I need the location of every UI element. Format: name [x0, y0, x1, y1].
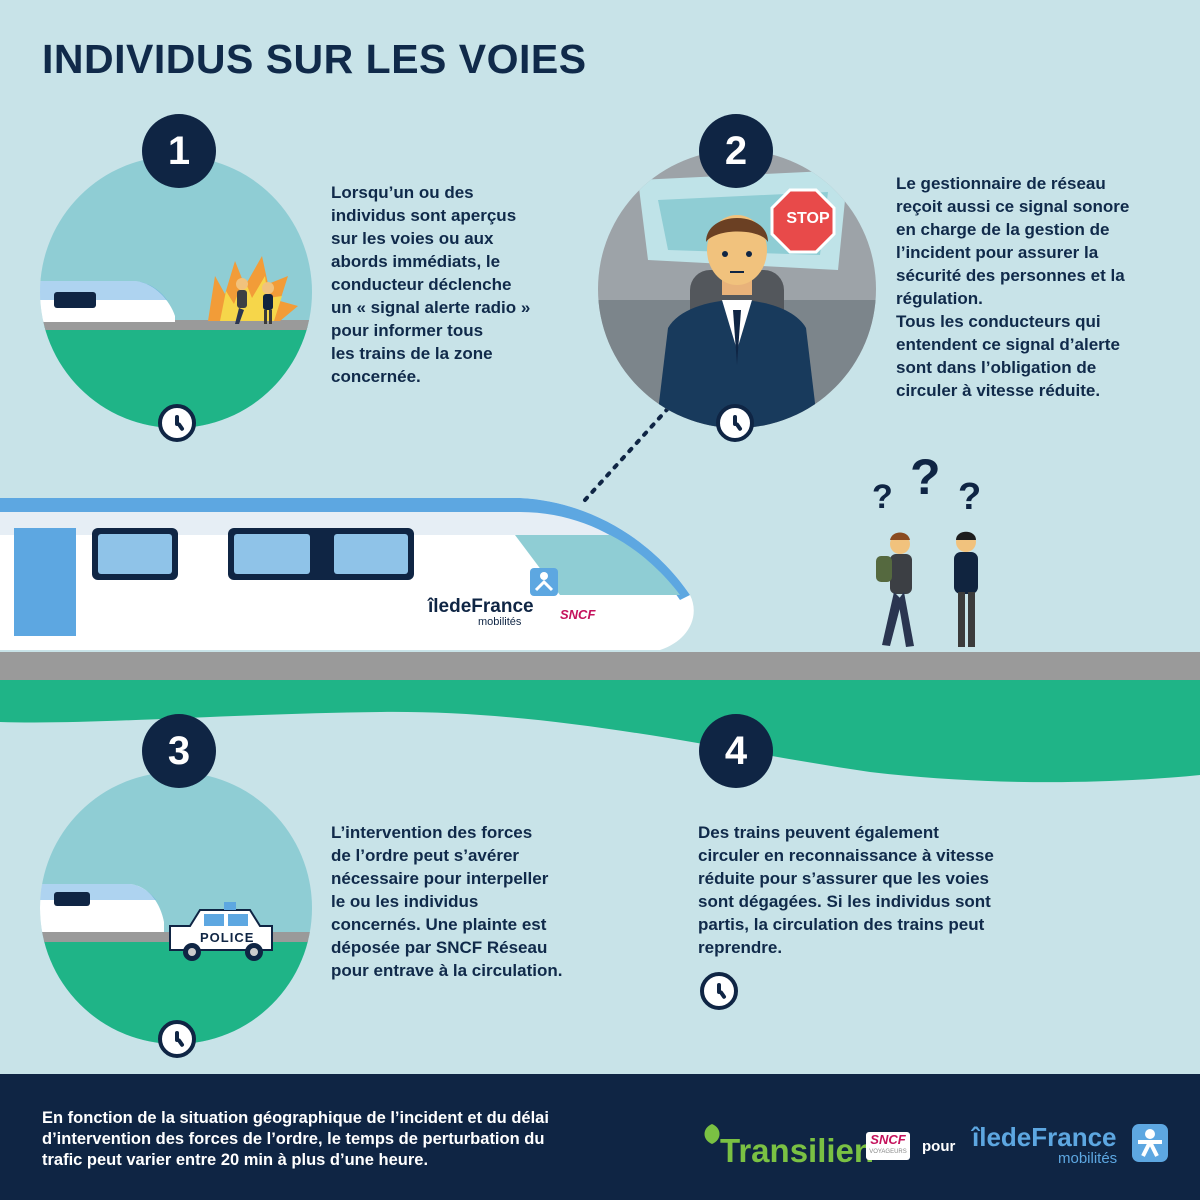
step-3-line: déposée par SNCF Réseau — [331, 938, 548, 957]
train-illustration — [0, 498, 694, 650]
step-4-line: Des trains peuvent également — [698, 823, 939, 842]
idf-person-glyph — [1138, 1129, 1162, 1157]
step-2-line: reçoit aussi ce signal sonore — [896, 197, 1130, 216]
step-4-number: 4 — [699, 714, 773, 788]
transilien-logo-text: Transilien — [720, 1132, 875, 1169]
step-3-text: L’intervention des forces de l’ordre peu… — [331, 821, 562, 982]
train-sncf-logo: SNCF — [560, 607, 596, 622]
step-1-line: individus sont aperçus — [331, 206, 517, 225]
footer-line: d’intervention des forces de l’ordre, le… — [42, 1130, 545, 1148]
step-1-line: sur les voies ou aux — [331, 229, 494, 248]
transilien-leaf-icon — [704, 1124, 720, 1168]
step-1-line: concernée. — [331, 367, 421, 386]
step-3-line: L’intervention des forces — [331, 823, 533, 842]
step-1-line: conducteur déclenche — [331, 275, 512, 294]
question-mark-2: ? — [910, 449, 941, 505]
transilien-logo: Transilien — [700, 1124, 874, 1168]
people-on-tracks — [876, 531, 978, 647]
step-1-line: abords immédiats, le — [331, 252, 501, 271]
step-4-line: sont dégagées. Si les individus sont — [698, 892, 991, 911]
step-2-line: en charge de la gestion de — [896, 220, 1110, 239]
step-2-line: Le gestionnaire de réseau — [896, 174, 1106, 193]
train-brand-text: îledeFrance — [428, 596, 534, 617]
footer: En fonction de la situation géographique… — [0, 1074, 1200, 1200]
step-1-line: un « signal alerte radio » — [331, 298, 531, 317]
idf-logo-text: îledeFrance — [972, 1122, 1117, 1152]
step-2-line: l’incident pour assurer la — [896, 243, 1099, 262]
step-4-clock-icon — [700, 972, 738, 1010]
step-1-scene — [40, 256, 312, 428]
step-2-text: Le gestionnaire de réseau reçoit aussi c… — [896, 172, 1129, 402]
step-1-line: pour informer tous — [331, 321, 484, 340]
dotted-connector — [583, 402, 674, 502]
step-3-illustration — [40, 772, 312, 1044]
step-1-clock-icon — [158, 404, 196, 442]
page-title: INDIVIDUS SUR LES VOIES — [42, 36, 587, 82]
step-3-line: nécessaire pour interpeller — [331, 869, 549, 888]
pour-label: pour — [922, 1138, 956, 1155]
footer-line: En fonction de la situation géographique… — [42, 1109, 549, 1127]
question-mark-1: ? — [872, 478, 893, 516]
step-3-scene — [40, 884, 312, 1044]
step-2-illustration — [598, 150, 876, 428]
step-1-line: les trains de la zone — [331, 344, 493, 363]
green-wave — [0, 680, 1200, 783]
step-4-line: partis, la circulation des trains peut — [698, 915, 985, 934]
footer-line: trafic peut varier entre 20 min à plus d… — [42, 1151, 429, 1169]
police-label: POLICE — [200, 930, 255, 945]
step-1-line: Lorsqu’un ou des — [331, 183, 474, 202]
step-3-number: 3 — [142, 714, 216, 788]
step-3-clock-icon — [158, 1020, 196, 1058]
step-1-number: 1 — [142, 114, 216, 188]
step-3-line: concernés. Une plainte est — [331, 915, 547, 934]
step-2-line: sécurité des personnes et la — [896, 266, 1125, 285]
step-2-clock-icon — [716, 404, 754, 442]
step-4-line: réduite pour s’assurer que les voies — [698, 869, 990, 888]
step-3-line: pour entrave à la circulation. — [331, 961, 563, 980]
stop-sign-label: STOP — [786, 210, 830, 227]
idf-mobilites-logo: îledeFrance mobilités — [972, 1124, 1117, 1168]
question-mark-3: ? — [958, 476, 982, 518]
step-2-line: circuler à vitesse réduite. — [896, 381, 1101, 400]
track — [0, 652, 1200, 680]
idf-person-icon — [1132, 1124, 1168, 1162]
step-2-number: 2 — [699, 114, 773, 188]
step-3-line: le ou les individus — [331, 892, 479, 911]
sncf-logo: SNCF VOYAGEURS — [866, 1132, 910, 1160]
step-1-illustration — [40, 156, 312, 428]
step-2-scene — [598, 170, 876, 428]
train-brand-logo: îledeFrance mobilités — [428, 596, 534, 628]
step-2-line: Tous les conducteurs qui — [896, 312, 1101, 331]
step-2-line: régulation. — [896, 289, 983, 308]
step-4-line: circuler en reconnaissance à vitesse — [698, 846, 994, 865]
idf-logo-sub: mobilités — [1058, 1150, 1118, 1167]
step-4-line: reprendre. — [698, 938, 783, 957]
train-brand-sub: mobilités — [478, 616, 522, 628]
step-2-line: entendent ce signal d’alerte — [896, 335, 1120, 354]
step-2-line: sont dans l’obligation de — [896, 358, 1097, 377]
step-3-line: de l’ordre peut s’avérer — [331, 846, 520, 865]
step-4-text: Des trains peuvent également circuler en… — [698, 821, 994, 959]
footer-note: En fonction de la situation géographique… — [42, 1108, 642, 1171]
sncf-logo-sub: VOYAGEURS — [869, 1149, 907, 1155]
sncf-logo-text: SNCF — [870, 1132, 906, 1147]
step-1-text: Lorsqu’un ou des individus sont aperçus … — [331, 181, 530, 388]
